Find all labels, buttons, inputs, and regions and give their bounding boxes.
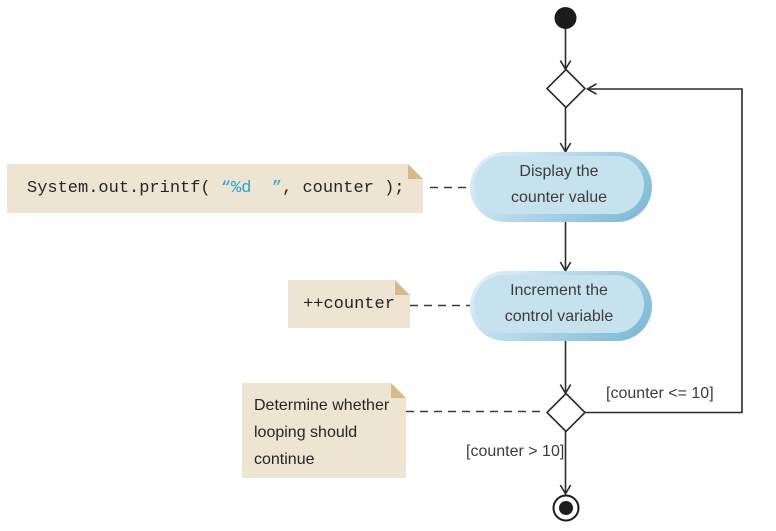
- arrow-display-to-increment: [559, 222, 572, 273]
- initial-node: [554, 7, 577, 29]
- arrowhead-icon: [585, 83, 597, 95]
- merge-diamond: [545, 68, 587, 109]
- action-label: Display the counter value: [510, 163, 608, 206]
- action-face: Display the counter value: [474, 156, 644, 214]
- note-text: Determine whether looping should continu…: [254, 397, 390, 468]
- arrowhead-icon: [559, 484, 572, 496]
- arrowhead-icon: [559, 142, 572, 154]
- note-decision-text: Determine whether looping should continu…: [242, 383, 406, 478]
- action-label: Increment the control variable: [504, 282, 614, 325]
- code-prefix: System.out.printf(: [27, 179, 221, 198]
- action-display-counter: Display the counter value: [470, 152, 652, 222]
- code-string-literal: “%d ”: [220, 179, 283, 198]
- arrow-decision-to-final: [559, 431, 572, 496]
- folded-corner-icon: [408, 164, 423, 179]
- arrow-merge-to-display: [559, 107, 572, 154]
- action-increment-counter: Increment the control variable: [470, 271, 652, 341]
- loop-back-arrow: [585, 83, 743, 414]
- note-printf-code: System.out.printf( “%d ”, counter );: [7, 164, 423, 213]
- note-increment-code: ++counter: [288, 280, 410, 328]
- folded-corner-icon: [391, 383, 406, 398]
- guard-label-exit: [counter > 10]: [466, 443, 565, 460]
- guard-label-loop: [counter <= 10]: [606, 385, 714, 402]
- code-text: ++counter: [303, 294, 395, 314]
- action-face: Increment the control variable: [474, 275, 644, 333]
- arrow-increment-to-decision: [559, 341, 572, 395]
- arrow-initial-to-merge: [559, 29, 572, 71]
- folded-corner-icon: [395, 280, 410, 295]
- decision-diamond: [545, 392, 587, 433]
- code-text: System.out.printf( “%d ”, counter );: [27, 179, 404, 198]
- code-suffix: , counter );: [282, 179, 405, 198]
- arrowhead-icon: [559, 261, 572, 273]
- final-node: [552, 494, 580, 522]
